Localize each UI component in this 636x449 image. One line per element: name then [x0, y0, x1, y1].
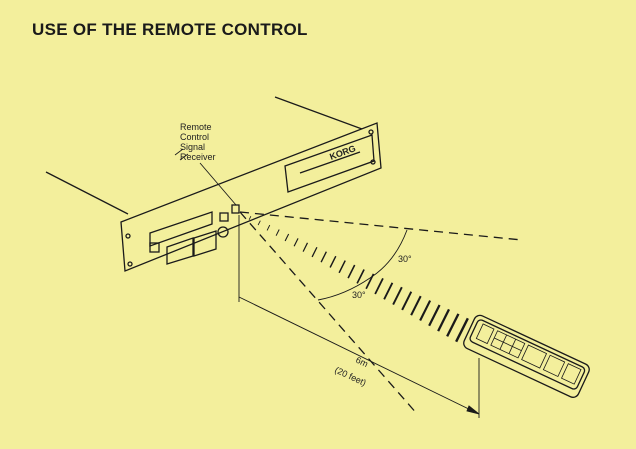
ir-beam-stroke — [437, 308, 450, 332]
receiver-label-line: Receiver — [180, 152, 216, 162]
receiver-pointer — [199, 162, 237, 206]
ir-beam-stroke — [410, 295, 422, 316]
ir-beam-stroke — [428, 304, 441, 327]
ir-beam — [248, 216, 469, 343]
ir-beam-stroke — [356, 269, 365, 284]
ir-beam-stroke — [320, 251, 327, 263]
angle-upper-label: 30° — [398, 254, 412, 264]
receiver-label: Remote Control Signal Receiver — [180, 122, 216, 162]
rack-unit — [45, 96, 382, 272]
ir-beam-stroke — [302, 242, 309, 252]
ir-beam-stroke — [329, 255, 337, 268]
ir-beam-stroke — [248, 216, 252, 220]
ir-beam-stroke — [383, 282, 394, 300]
ir-beam-stroke — [338, 260, 346, 274]
ir-beam-stroke — [266, 224, 271, 231]
ir-beam-stroke — [347, 264, 356, 279]
receiver-label-line: Remote — [180, 122, 212, 132]
angle-lines — [239, 211, 523, 416]
angle-lower-label: 30° — [352, 290, 366, 300]
receiver-label-line: Control — [180, 132, 209, 142]
ir-beam-stroke — [455, 317, 469, 343]
ir-beam-stroke — [374, 277, 384, 295]
page-title: USE OF THE REMOTE CONTROL — [32, 20, 308, 39]
receiver-label-line: Signal — [180, 142, 205, 152]
distance-label: 6m — [354, 355, 370, 369]
ir-beam-stroke — [311, 246, 318, 258]
remote-control — [463, 314, 590, 398]
ir-beam-stroke — [293, 238, 299, 247]
distance-dimension — [238, 215, 480, 418]
ir-beam-stroke — [392, 286, 403, 306]
ir-beam-stroke — [401, 291, 413, 311]
ir-beam-stroke — [275, 229, 280, 236]
ir-beam-stroke — [284, 233, 290, 242]
angle-arcs — [317, 229, 408, 301]
distance-feet-label: (20 feet) — [333, 365, 368, 388]
ir-beam-stroke — [446, 313, 460, 337]
ir-beam-stroke — [419, 300, 432, 321]
ir-beam-stroke — [257, 220, 261, 226]
